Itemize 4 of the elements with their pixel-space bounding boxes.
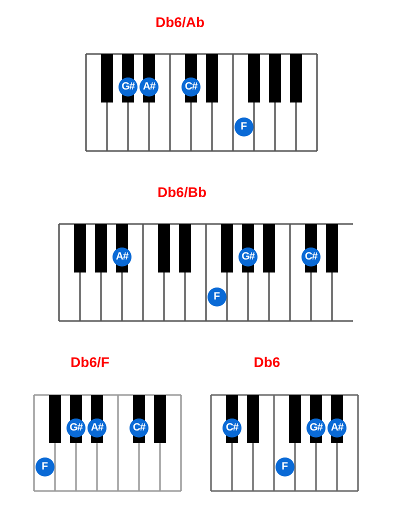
- chord-title: Db6: [254, 354, 280, 370]
- chord-title: Db6/Ab: [156, 14, 204, 30]
- chord-title: Db6/Bb: [158, 184, 206, 200]
- chord-title: Db6/F: [70, 354, 110, 370]
